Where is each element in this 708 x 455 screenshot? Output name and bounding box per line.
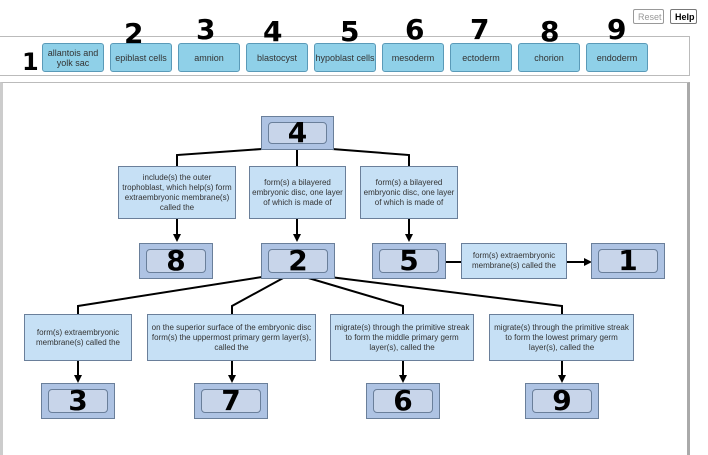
drop-slot: [268, 249, 328, 273]
connector-line: [329, 276, 563, 314]
label-epiblast-cells[interactable]: epiblast cells: [110, 43, 172, 72]
handwritten-number: 4: [263, 15, 283, 48]
handwritten-answer: 1: [618, 244, 638, 277]
label-endoderm[interactable]: endoderm: [586, 43, 648, 72]
drop-slot: [268, 122, 327, 144]
drop-slot: [201, 389, 261, 413]
label-ectoderm[interactable]: ectoderm: [450, 43, 512, 72]
drop-target-level1-1[interactable]: 8: [139, 243, 213, 279]
handwritten-answer: 5: [399, 244, 419, 277]
description-lowest-layer: migrate(s) through the primitive streak …: [489, 314, 634, 361]
handwritten-answer: 8: [166, 244, 186, 277]
drop-slot: [379, 249, 439, 273]
handwritten-number: 7: [470, 13, 490, 46]
connector-line: [176, 148, 263, 166]
help-button[interactable]: Help: [670, 9, 697, 24]
label-hypoblast-cells[interactable]: hypoblast cells: [314, 43, 376, 72]
handwritten-number: 8: [540, 15, 560, 48]
drop-target-level1-3[interactable]: 5: [372, 243, 446, 279]
handwritten-number: 5: [340, 15, 360, 48]
drop-slot: [373, 389, 433, 413]
drop-target-root[interactable]: 4: [261, 116, 334, 150]
handwritten-number: 1: [22, 48, 39, 76]
label-blastocyst[interactable]: blastocyst: [246, 43, 308, 72]
label-mesoderm[interactable]: mesoderm: [382, 43, 444, 72]
handwritten-answer: 2: [288, 244, 308, 277]
handwritten-answer: 3: [68, 384, 88, 417]
handwritten-number: 3: [196, 13, 216, 46]
drop-target-level2-1[interactable]: 3: [41, 383, 115, 419]
drop-target-level2-4[interactable]: 9: [525, 383, 599, 419]
drop-slot: [48, 389, 108, 413]
description-trophoblast: include(s) the outer trophoblast, which …: [118, 166, 236, 219]
drop-slot: [146, 249, 206, 273]
handwritten-answer: 7: [221, 384, 241, 417]
label-chorion[interactable]: chorion: [518, 43, 580, 72]
drop-slot: [598, 249, 658, 273]
drop-slot: [532, 389, 592, 413]
drop-target-level2-2[interactable]: 7: [194, 383, 268, 419]
description-bilayered-disc-1: form(s) a bilayered embryonic disc, one …: [249, 166, 346, 219]
connector-line: [77, 276, 263, 314]
reset-button[interactable]: Reset: [633, 9, 664, 24]
handwritten-answer: 4: [287, 116, 308, 149]
handwritten-answer: 6: [393, 384, 413, 417]
drop-target-level2-3[interactable]: 6: [366, 383, 440, 419]
label-allantois-and-yolk-sac[interactable]: allantois and yolk sac: [42, 43, 104, 72]
description-bilayered-disc-2: form(s) a bilayered embryonic disc, one …: [360, 166, 458, 219]
description-extraembryonic-side: form(s) extraembryonic membrane(s) calle…: [461, 243, 567, 279]
label-amnion[interactable]: amnion: [178, 43, 240, 72]
handwritten-number: 9: [607, 13, 627, 46]
connector-line: [331, 148, 410, 166]
drop-target-level1-2[interactable]: 2: [261, 243, 335, 279]
description-extraembryonic: form(s) extraembryonic membrane(s) calle…: [24, 314, 132, 361]
handwritten-number: 2: [124, 17, 144, 50]
connector-line: [304, 276, 404, 314]
handwritten-number: 6: [405, 13, 425, 46]
handwritten-answer: 9: [552, 384, 572, 417]
description-middle-layer: migrate(s) through the primitive streak …: [330, 314, 474, 361]
connector-line: [231, 276, 286, 314]
drop-target-side[interactable]: 1: [591, 243, 665, 279]
description-uppermost-layer: on the superior surface of the embryonic…: [147, 314, 316, 361]
